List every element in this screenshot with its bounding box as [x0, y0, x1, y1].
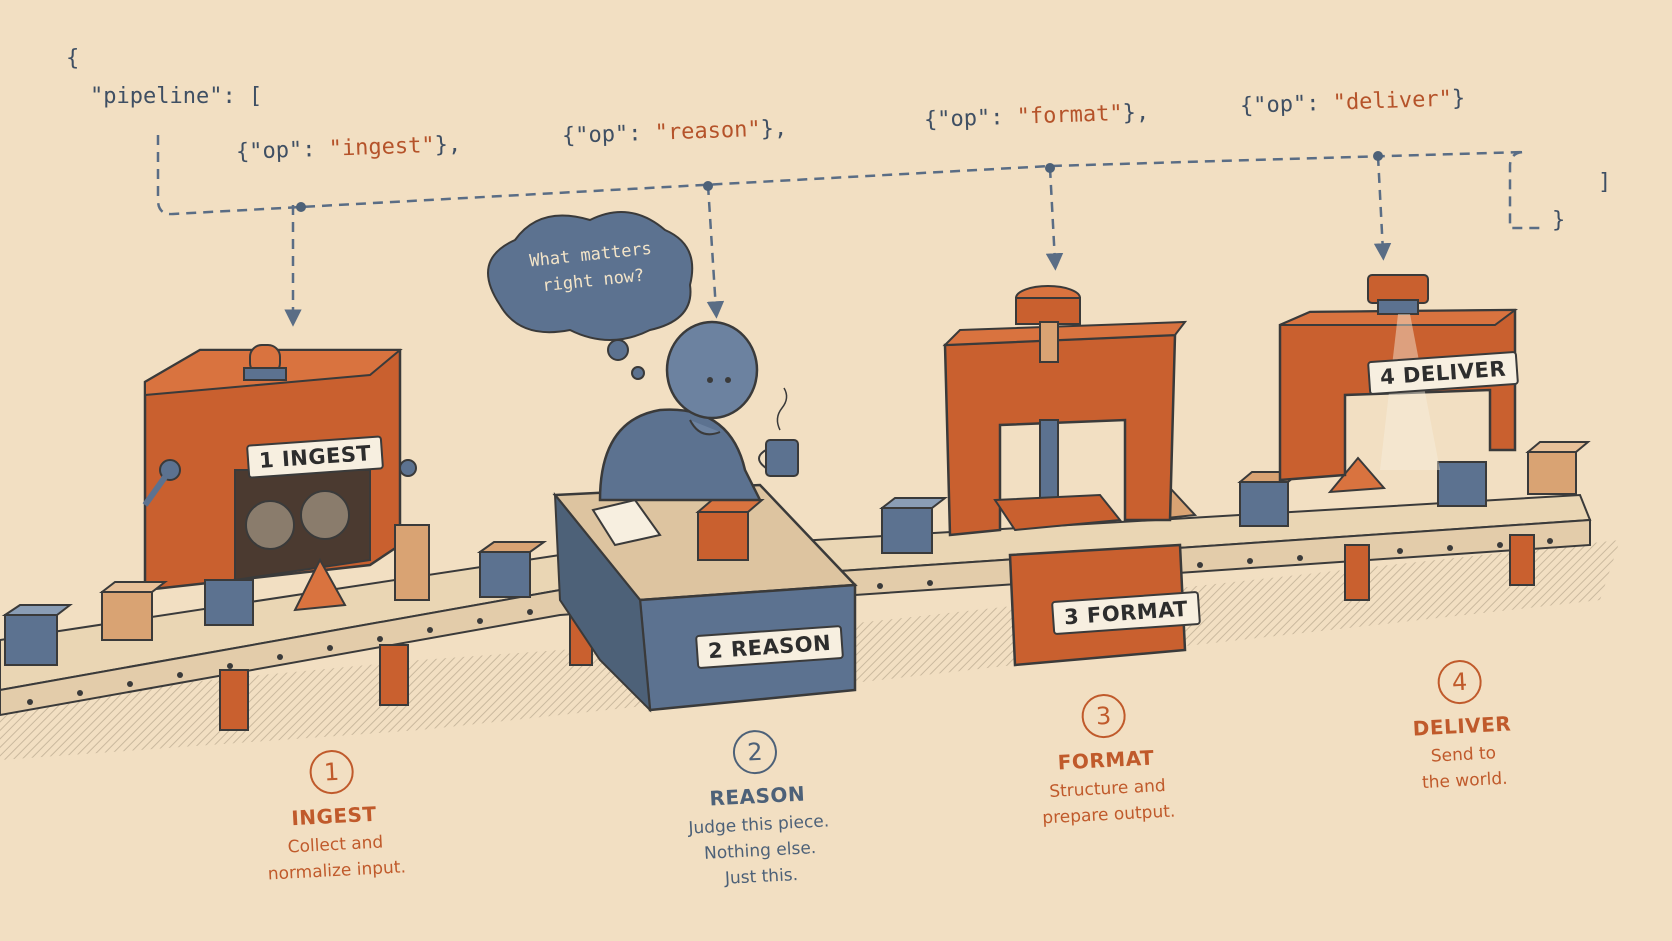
step-format: 3 FORMAT Structure and prepare output. — [993, 688, 1220, 833]
json-op-suffix: } — [1451, 86, 1466, 112]
json-open-brace: { — [66, 46, 80, 71]
json-op-value: "format" — [1016, 101, 1124, 130]
json-op-value: "deliver" — [1332, 86, 1453, 116]
step-number: 3 — [1080, 692, 1127, 740]
thinking-figure — [598, 320, 799, 502]
json-op-value: "ingest" — [328, 133, 436, 162]
step-ingest: 1 INGEST Collect and normalize input. — [221, 744, 448, 889]
json-op-suffix: }, — [1122, 100, 1150, 126]
json-op-value: "reason" — [654, 117, 762, 146]
json-pipeline-key: "pipeline" — [90, 84, 223, 109]
json-op-prefix: {"op": — [1239, 90, 1334, 119]
step-deliver: 4 DELIVER Send to the world. — [1349, 654, 1576, 799]
thought-bubble — [487, 211, 694, 380]
json-close-brace: } — [1552, 208, 1566, 233]
json-close-bracket: ] — [1598, 170, 1612, 195]
json-op-prefix: {"op": — [235, 136, 330, 165]
step-reason: 2 REASON Judge this piece. Nothing else.… — [644, 724, 872, 895]
json-op-prefix: {"op": — [923, 104, 1018, 133]
items-on-belt — [1, 441, 1591, 666]
json-pipeline-line: "pipeline": [ — [90, 84, 262, 109]
json-pipeline-rest: : [ — [222, 84, 263, 109]
connector-nodes — [296, 151, 1383, 212]
step-number: 1 — [308, 748, 355, 796]
step-number: 2 — [731, 728, 779, 776]
ingest-machine — [142, 344, 417, 592]
json-op-suffix: }, — [760, 116, 788, 142]
format-press — [942, 285, 1188, 667]
pipeline-connector — [156, 135, 1540, 327]
json-op-suffix: }, — [434, 132, 462, 158]
json-op-prefix: {"op": — [561, 120, 656, 149]
step-number: 4 — [1436, 658, 1483, 706]
